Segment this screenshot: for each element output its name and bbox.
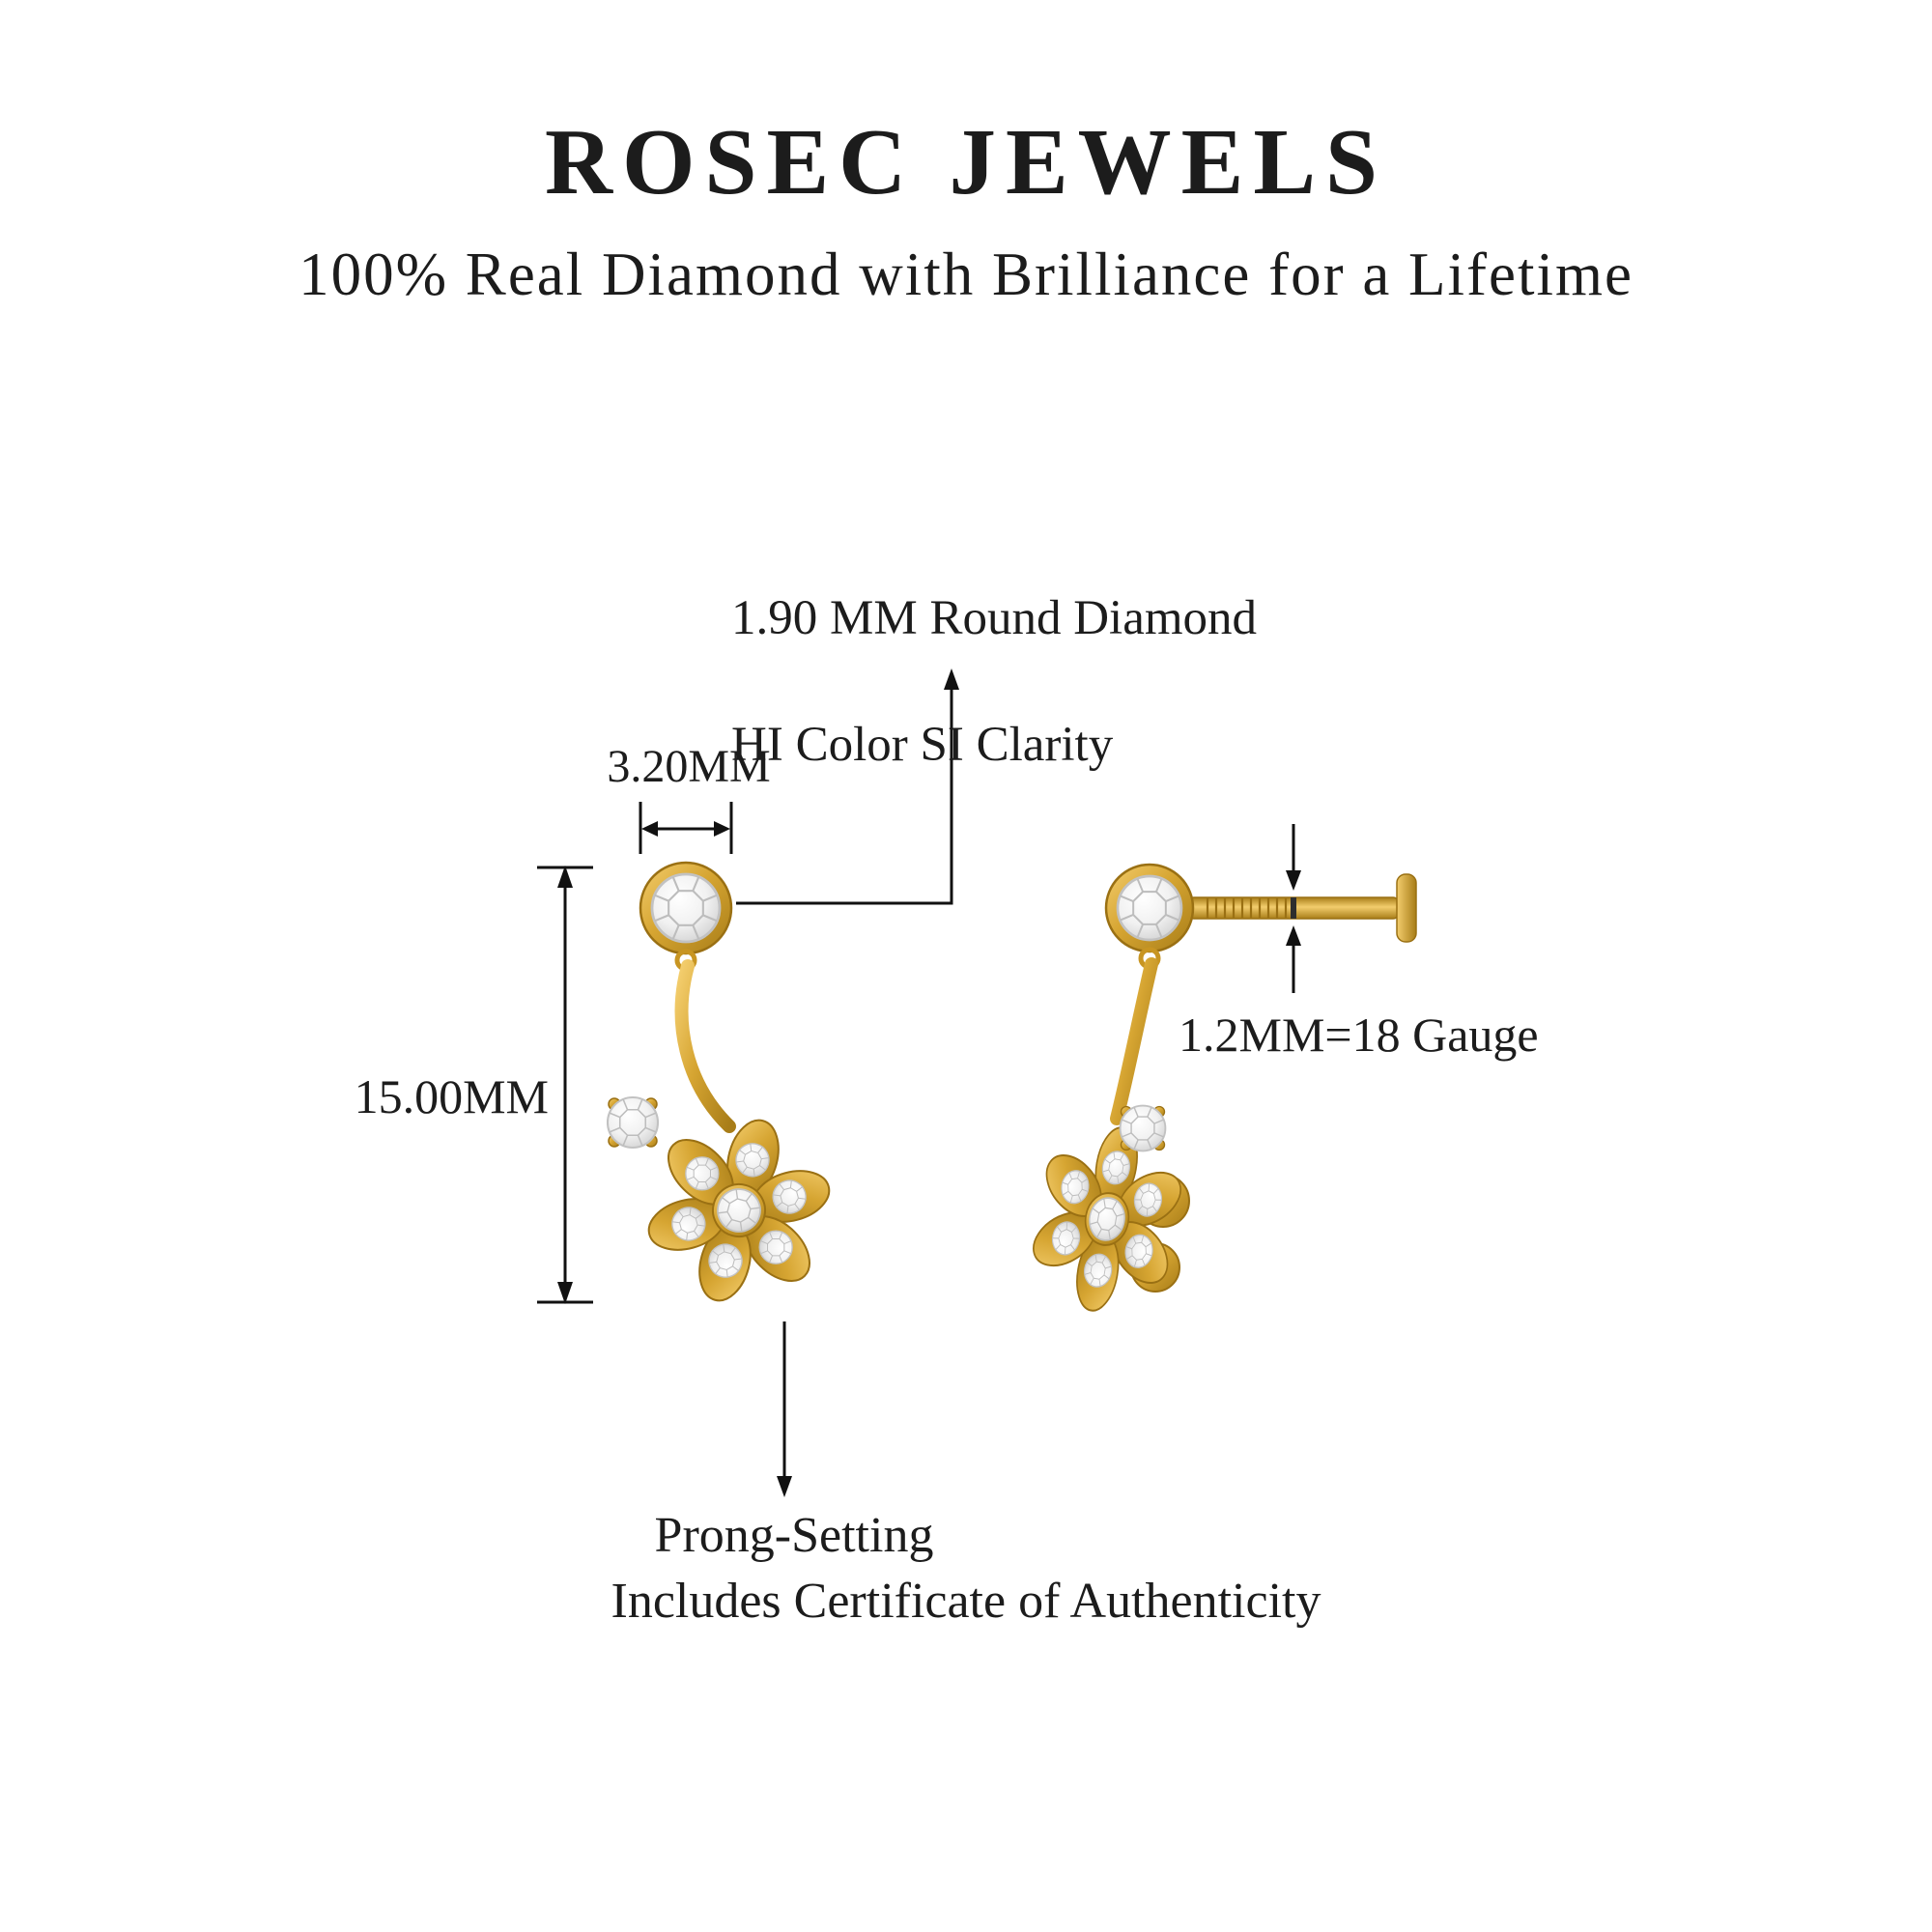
diamond-spec-label: 1.90 MM Round Diamond HI Color SI Clarit… <box>731 525 1257 839</box>
diamond-spec-line1: 1.90 MM Round Diamond <box>731 591 1258 646</box>
width-dimension-label: 3.20MM <box>607 741 771 792</box>
diamond-spec-leader-line <box>736 679 953 905</box>
prong-arrowhead <box>777 1476 792 1497</box>
labret-disc <box>1396 873 1417 943</box>
gauge-arrowhead-upper <box>1286 870 1301 891</box>
earring-side-view <box>1016 863 1417 1323</box>
certificate-note: Includes Certificate of Authenticity <box>611 1574 1321 1629</box>
earring-front-view <box>608 861 852 1324</box>
gauge-arrowhead-lower <box>1286 925 1301 946</box>
height-arrowhead-bottom <box>557 1282 573 1304</box>
bezel-stud-side <box>1104 863 1195 953</box>
height-arrowhead-top <box>557 866 573 888</box>
bezel-stud-front <box>639 861 733 955</box>
gauge-label: 1.2MM=18 Gauge <box>1179 1008 1539 1062</box>
drop-bar-front <box>674 959 736 1133</box>
prong-diamond-side <box>1121 1106 1166 1151</box>
diamond-spec-line2: HI Color SI Clarity <box>731 717 1114 772</box>
diamond-spec-arrowhead <box>944 668 959 690</box>
prong-diamond-front <box>608 1097 658 1148</box>
post-notch <box>1291 897 1296 919</box>
dimension-lines <box>537 668 1301 1497</box>
prong-setting-label: Prong-Setting <box>654 1508 934 1563</box>
width-arrowhead-right <box>714 821 730 837</box>
drop-bar-side <box>1110 957 1158 1125</box>
flower-cluster-front <box>626 1097 852 1324</box>
tagline: 100% Real Diamond with Brilliance for a … <box>298 241 1634 308</box>
width-arrowhead-left <box>641 821 658 837</box>
post-threads <box>1206 898 1288 918</box>
height-dimension-label: 15.00MM <box>354 1069 549 1123</box>
brand-title: ROSEC JEWELS <box>545 110 1387 213</box>
